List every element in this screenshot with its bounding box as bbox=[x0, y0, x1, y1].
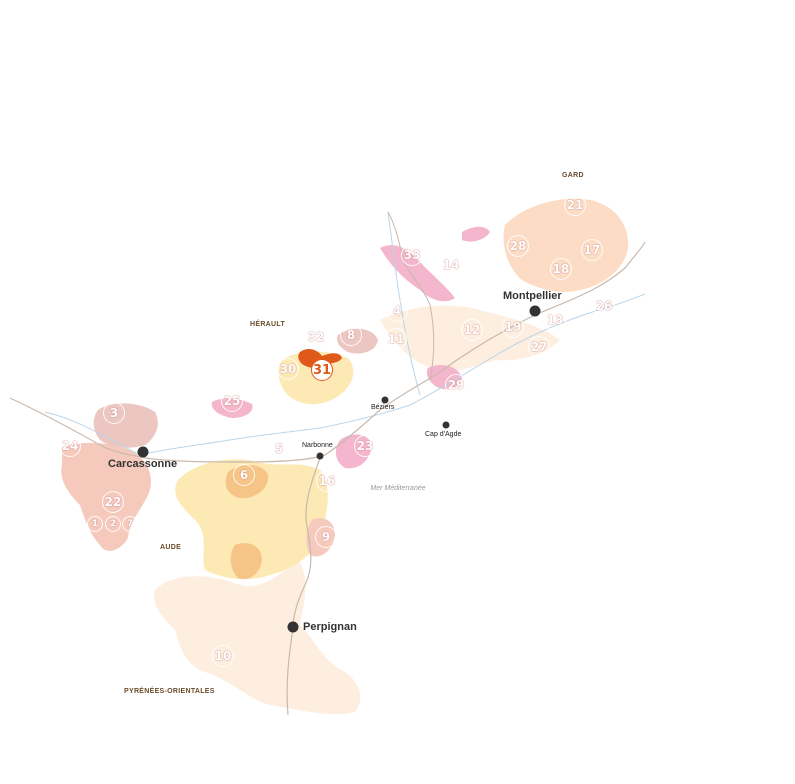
appellation-marker-11[interactable]: 11 bbox=[385, 328, 407, 350]
appellation-marker-28[interactable]: 28 bbox=[507, 235, 529, 257]
road-main bbox=[9, 241, 646, 463]
appellation-marker-19[interactable]: 19 bbox=[502, 316, 524, 338]
city-label-perpignan: Perpignan bbox=[303, 621, 357, 633]
appellation-marker-8[interactable]: 8 bbox=[340, 324, 362, 346]
appellation-marker-1[interactable]: 1 bbox=[87, 516, 103, 532]
appellation-marker-21[interactable]: 21 bbox=[564, 194, 586, 216]
appellation-marker-26[interactable]: 26 bbox=[593, 295, 615, 317]
narbonne-dot bbox=[316, 452, 324, 460]
dept-label-pyrenees: PYRÉNÉES-ORIENTALES bbox=[124, 688, 215, 695]
dept-label-herault: HÉRAULT bbox=[250, 321, 286, 328]
beziers-dot bbox=[381, 396, 389, 404]
region-gard-peach bbox=[503, 198, 629, 292]
appellation-marker-12[interactable]: 12 bbox=[461, 319, 483, 341]
carcassonne-dot bbox=[137, 446, 149, 458]
region-pinkareas-north bbox=[380, 245, 455, 302]
appellation-marker-23[interactable]: 23 bbox=[354, 435, 376, 457]
appellation-marker-14[interactable]: 14 bbox=[440, 254, 462, 276]
appellation-marker-22[interactable]: 22 bbox=[102, 491, 124, 513]
appellation-marker-3[interactable]: 3 bbox=[103, 402, 125, 424]
dept-label-gard: GARD bbox=[562, 172, 584, 179]
montpellier-dot bbox=[529, 305, 541, 317]
appellation-marker-16[interactable]: 16 bbox=[316, 470, 338, 492]
appellation-marker-17[interactable]: 17 bbox=[581, 239, 603, 261]
sea-label: Mer Méditerranée bbox=[370, 485, 426, 492]
appellation-marker-2[interactable]: 2 bbox=[105, 516, 121, 532]
appellation-marker-4[interactable]: 4 bbox=[386, 300, 408, 322]
city-label-cap-dagde: Cap d'Agde bbox=[425, 431, 462, 438]
appellation-marker-18[interactable]: 18 bbox=[550, 258, 572, 280]
perpignan-dot bbox=[287, 621, 299, 633]
cap-dagde-dot bbox=[442, 421, 450, 429]
region-pyrenees-cream bbox=[154, 560, 361, 715]
city-label-narbonne: Narbonne bbox=[302, 442, 333, 449]
appellation-marker-32[interactable]: 32 bbox=[305, 326, 327, 348]
city-label-montpellier: Montpellier bbox=[503, 290, 562, 302]
city-label-beziers: Béziers bbox=[371, 404, 395, 411]
region-pink-14 bbox=[462, 226, 490, 242]
dept-label-aude: AUDE bbox=[160, 544, 182, 551]
appellation-marker-24[interactable]: 24 bbox=[59, 435, 81, 457]
region-aude-orange-2 bbox=[230, 543, 262, 580]
appellation-marker-27[interactable]: 27 bbox=[528, 336, 550, 358]
appellation-marker-7[interactable]: 7 bbox=[122, 516, 138, 532]
appellation-marker-33[interactable]: 33 bbox=[401, 244, 423, 266]
road-north bbox=[387, 211, 435, 381]
appellation-marker-29[interactable]: 29 bbox=[445, 374, 467, 396]
appellation-marker-6[interactable]: 6 bbox=[233, 464, 255, 486]
region-aude-yellow bbox=[175, 459, 328, 580]
appellation-marker-13[interactable]: 13 bbox=[544, 309, 566, 331]
appellation-marker-10[interactable]: 10 bbox=[212, 645, 234, 667]
appellation-marker-30[interactable]: 30 bbox=[277, 358, 299, 380]
appellation-marker-31-highlighted[interactable]: 31 bbox=[311, 359, 333, 381]
appellation-marker-5[interactable]: 5 bbox=[268, 438, 290, 460]
city-label-carcassonne: Carcassonne bbox=[108, 458, 178, 470]
road-south bbox=[286, 457, 321, 716]
appellation-marker-25[interactable]: 25 bbox=[221, 390, 243, 412]
appellation-marker-9[interactable]: 9 bbox=[315, 526, 337, 548]
